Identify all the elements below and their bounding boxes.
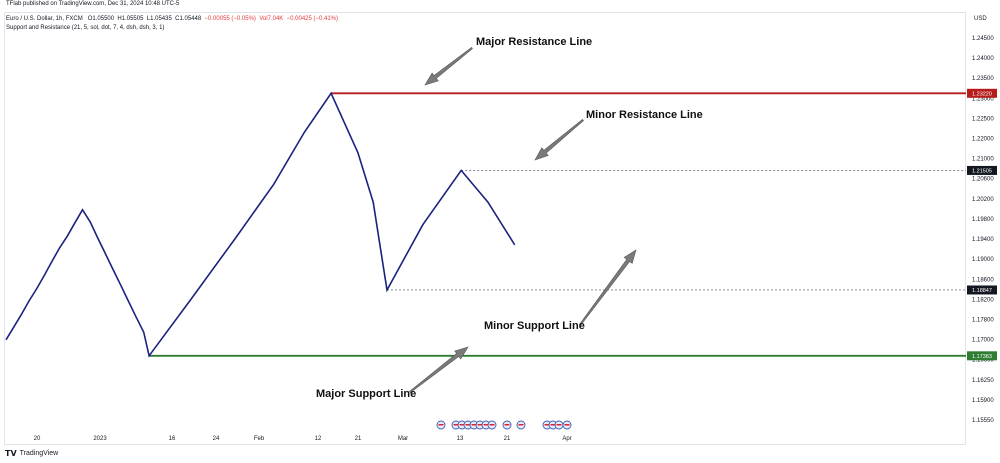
- annotation-label: Major Resistance Line: [476, 36, 592, 48]
- event-flag-stripe: [453, 424, 459, 426]
- change-value: −0.00055 (−0.05%): [204, 16, 256, 22]
- event-flag-stripe: [489, 424, 495, 426]
- event-flag-stripe: [556, 424, 562, 426]
- price-line: [5, 91, 516, 358]
- y-tick-label: 1.20600: [972, 177, 994, 183]
- x-tick-label: 21: [504, 436, 511, 442]
- annotation-arrow-icon: [534, 118, 584, 161]
- event-flag-stripe: [438, 424, 444, 426]
- x-tick-label: Apr: [562, 436, 571, 442]
- y-tick-label: 1.17800: [972, 317, 994, 323]
- y-tick-label: 1.15550: [972, 418, 994, 424]
- x-tick-label: Feb: [254, 436, 265, 442]
- event-flag-stripe: [483, 424, 489, 426]
- major_support-price-tag: [967, 351, 997, 361]
- event-flag-stripe: [564, 424, 570, 426]
- y-tick-label: 1.20200: [972, 197, 994, 203]
- close-value: C1.05448: [175, 16, 202, 22]
- minor_resistance-price-label: 1.21505: [972, 169, 992, 175]
- x-tick-label: 20: [34, 436, 41, 442]
- x-tick-label: 2023: [93, 436, 107, 442]
- event-flag-stripe: [518, 424, 524, 426]
- x-tick-label: 12: [315, 436, 322, 442]
- major_support-price-label: 1.17383: [972, 354, 992, 360]
- open-value: O1.05500: [87, 16, 115, 22]
- minor_resistance-price-tag: [967, 165, 997, 175]
- y-tick-label: 1.22500: [972, 116, 994, 122]
- y-tick-label: 1.24500: [972, 36, 994, 42]
- event-flag-stripe: [477, 424, 483, 426]
- x-tick-label: Mar: [398, 436, 408, 442]
- event-flag-stripe: [550, 424, 556, 426]
- y-tick-label: 1.19000: [972, 257, 994, 263]
- indicator-legend[interactable]: Support and Resistance (21, 5, sol, dot,…: [6, 25, 165, 31]
- footer[interactable]: 𝗧𝗩 TradingView: [5, 449, 58, 458]
- major_resistance-price-tag: [967, 88, 997, 98]
- annotation-label: Major Support Line: [316, 388, 416, 400]
- y-tick-label: 1.18200: [972, 297, 994, 303]
- annotation-arrow-icon: [424, 46, 473, 86]
- event-flag-stripe: [471, 424, 477, 426]
- annotation-label: Minor Support Line: [484, 320, 585, 332]
- y-tick-label: 1.16600: [972, 358, 994, 364]
- published-line: TFlab published on TradingView.com, Dec …: [6, 1, 180, 7]
- annotation-arrow-icon: [578, 249, 637, 326]
- y-tick-label: 1.21000: [972, 157, 994, 163]
- y-tick-label: 1.24000: [972, 56, 994, 62]
- event-flag-stripe: [544, 424, 550, 426]
- event-flag-stripe: [465, 424, 471, 426]
- x-tick-label: 16: [169, 436, 176, 442]
- y-tick-label: 1.17000: [972, 338, 994, 344]
- high-value: H1.05505: [117, 16, 144, 22]
- y-tick-label: 1.19400: [972, 237, 994, 243]
- footer-brand: TradingView: [19, 450, 59, 457]
- x-tick-label: 21: [355, 436, 362, 442]
- x-tick-label: 13: [457, 436, 464, 442]
- y-tick-label: 1.23000: [972, 96, 994, 102]
- volume-value: Vol7.04K: [259, 16, 284, 22]
- event-flag-stripe: [459, 424, 465, 426]
- vol-change-value: −0.00425 (−0.41%): [286, 16, 339, 22]
- y-tick-label: 1.19800: [972, 217, 994, 223]
- minor_support-price-tag: [967, 285, 997, 295]
- y-tick-label: 1.23500: [972, 76, 994, 82]
- minor_support-price-label: 1.18847: [972, 288, 992, 294]
- low-value: L1.05435: [146, 16, 172, 22]
- major_resistance-price-label: 1.23220: [972, 92, 992, 98]
- event-flag-stripe: [504, 424, 510, 426]
- y-tick-label: 1.15900: [972, 398, 994, 404]
- chart-pane[interactable]: [4, 12, 966, 445]
- symbol-name: Euro / U.S. Dollar, 1h, FXCM: [6, 16, 83, 22]
- tradingview-logo-icon: 𝗧𝗩: [5, 449, 17, 458]
- y-tick-label: 1.22000: [972, 137, 994, 143]
- annotation-arrow-icon: [409, 346, 469, 394]
- y-tick-label: 1.18600: [972, 277, 994, 283]
- y-tick-label: 1.16250: [972, 378, 994, 384]
- x-tick-label: 24: [213, 436, 220, 442]
- currency-label: USD: [974, 16, 987, 22]
- annotation-label: Minor Resistance Line: [586, 109, 703, 121]
- symbol-legend[interactable]: Euro / U.S. Dollar, 1h, FXCM O1.05500 H1…: [6, 15, 338, 23]
